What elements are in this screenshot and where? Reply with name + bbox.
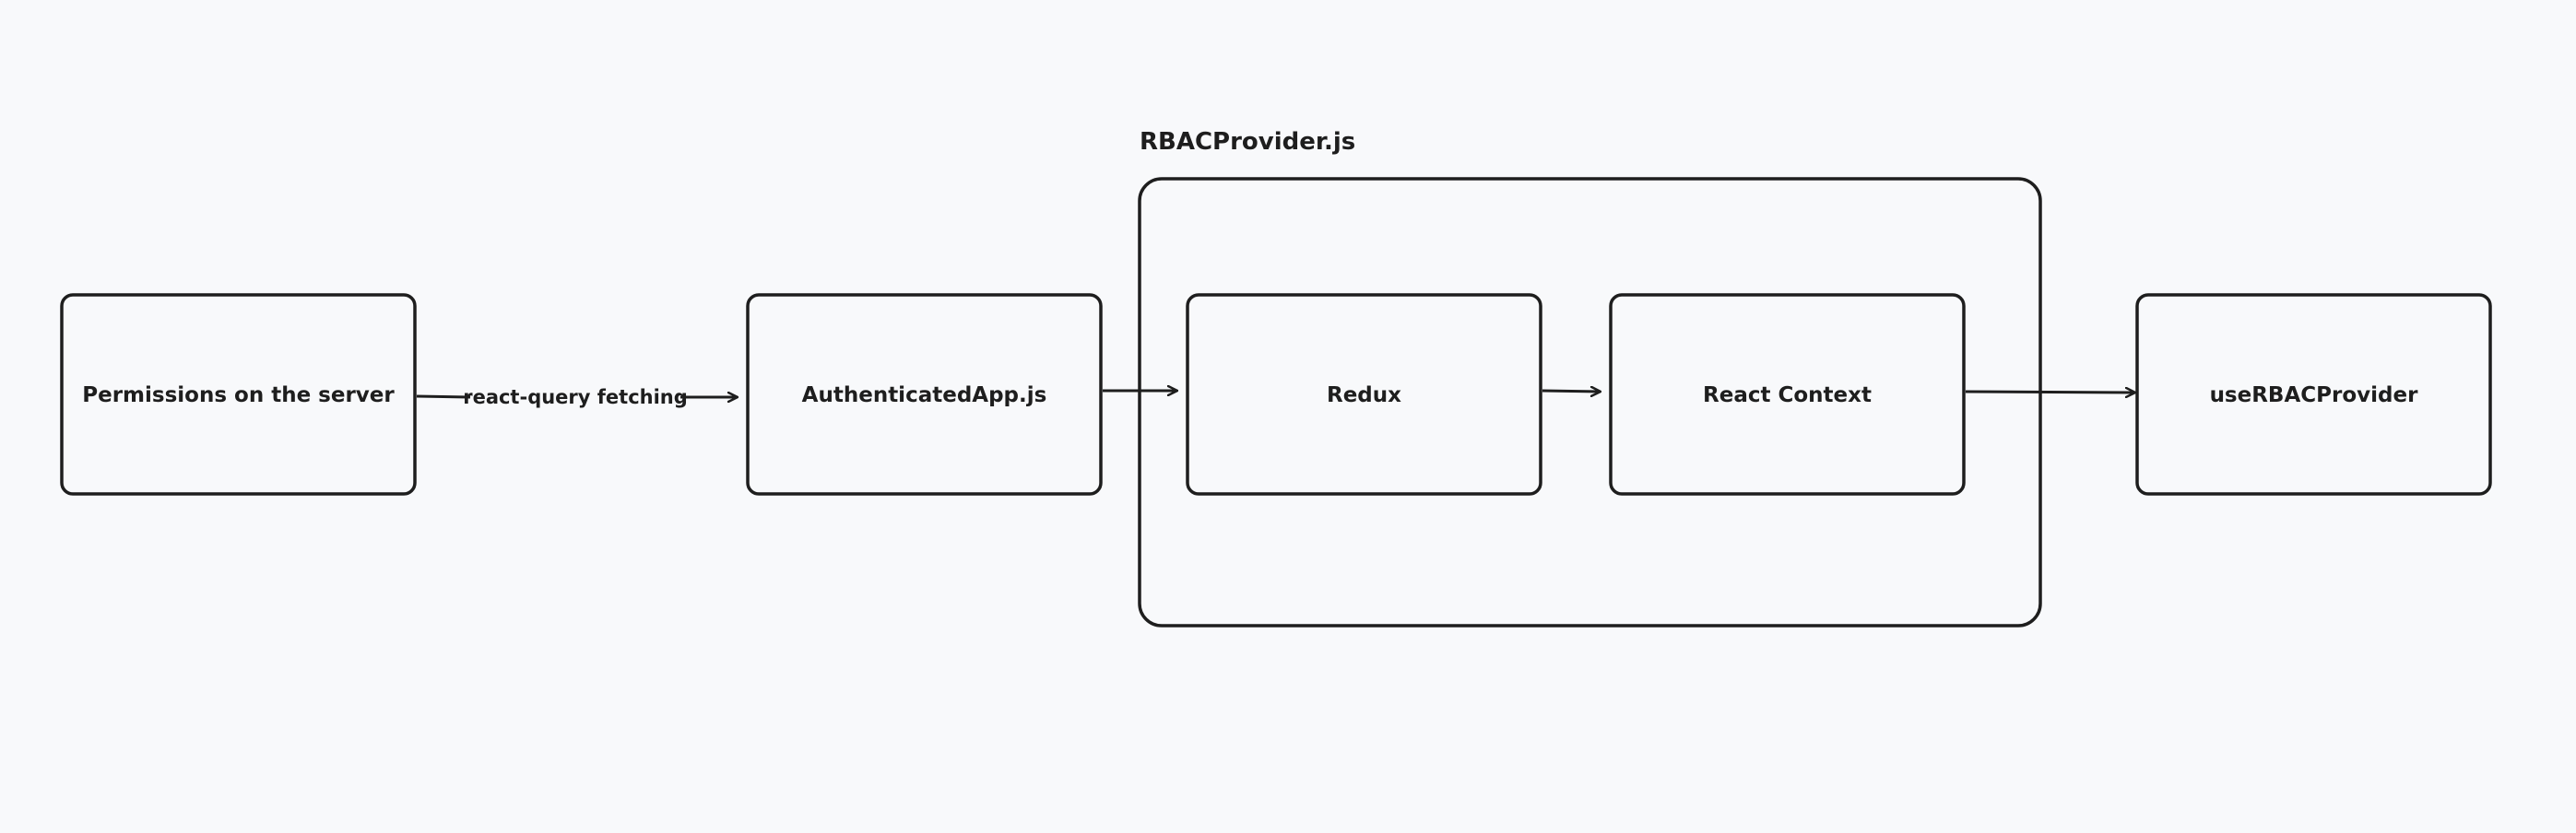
node-redux-box (1186, 293, 1542, 496)
node-redux-label: Redux (1327, 383, 1401, 407)
node-react-context-label: React Context (1703, 383, 1872, 407)
node-authenticated-app: AuthenticatedApp.js (746, 293, 1103, 496)
node-react-context: React Context (1609, 293, 1966, 496)
rbac-provider-group-title: RBACProvider.js (1140, 128, 1355, 156)
edge-server-to-authenticated-app-line-a (416, 394, 471, 399)
node-redux: Redux (1186, 293, 1542, 496)
edge-react-context-to-use-rbac-provider-line (1965, 392, 2135, 393)
edge-react-context-to-use-rbac-provider (1965, 392, 2135, 393)
rbac-provider-group: RBACProvider.js (1138, 128, 2042, 628)
node-permissions-server-box (60, 293, 417, 496)
node-permissions-server-label: Permissions on the server (82, 383, 395, 407)
node-react-context-box (1609, 293, 1966, 496)
node-use-rbac-provider: useRBACProvider (2135, 293, 2492, 496)
edge-redux-to-react-context (1542, 391, 1601, 392)
node-use-rbac-provider-box (2135, 293, 2492, 496)
edge-server-to-authenticated-app: react-query fetching (416, 386, 738, 408)
node-use-rbac-provider-label: useRBACProvider (2210, 383, 2419, 407)
edge-server-to-authenticated-app-label: react-query fetching (463, 386, 688, 408)
node-authenticated-app-box (746, 293, 1103, 496)
edge-redux-to-react-context-line (1542, 391, 1601, 392)
node-permissions-server: Permissions on the server (60, 293, 417, 496)
node-authenticated-app-label: AuthenticatedApp.js (802, 383, 1047, 407)
rbac-provider-group-frame (1138, 177, 2042, 628)
